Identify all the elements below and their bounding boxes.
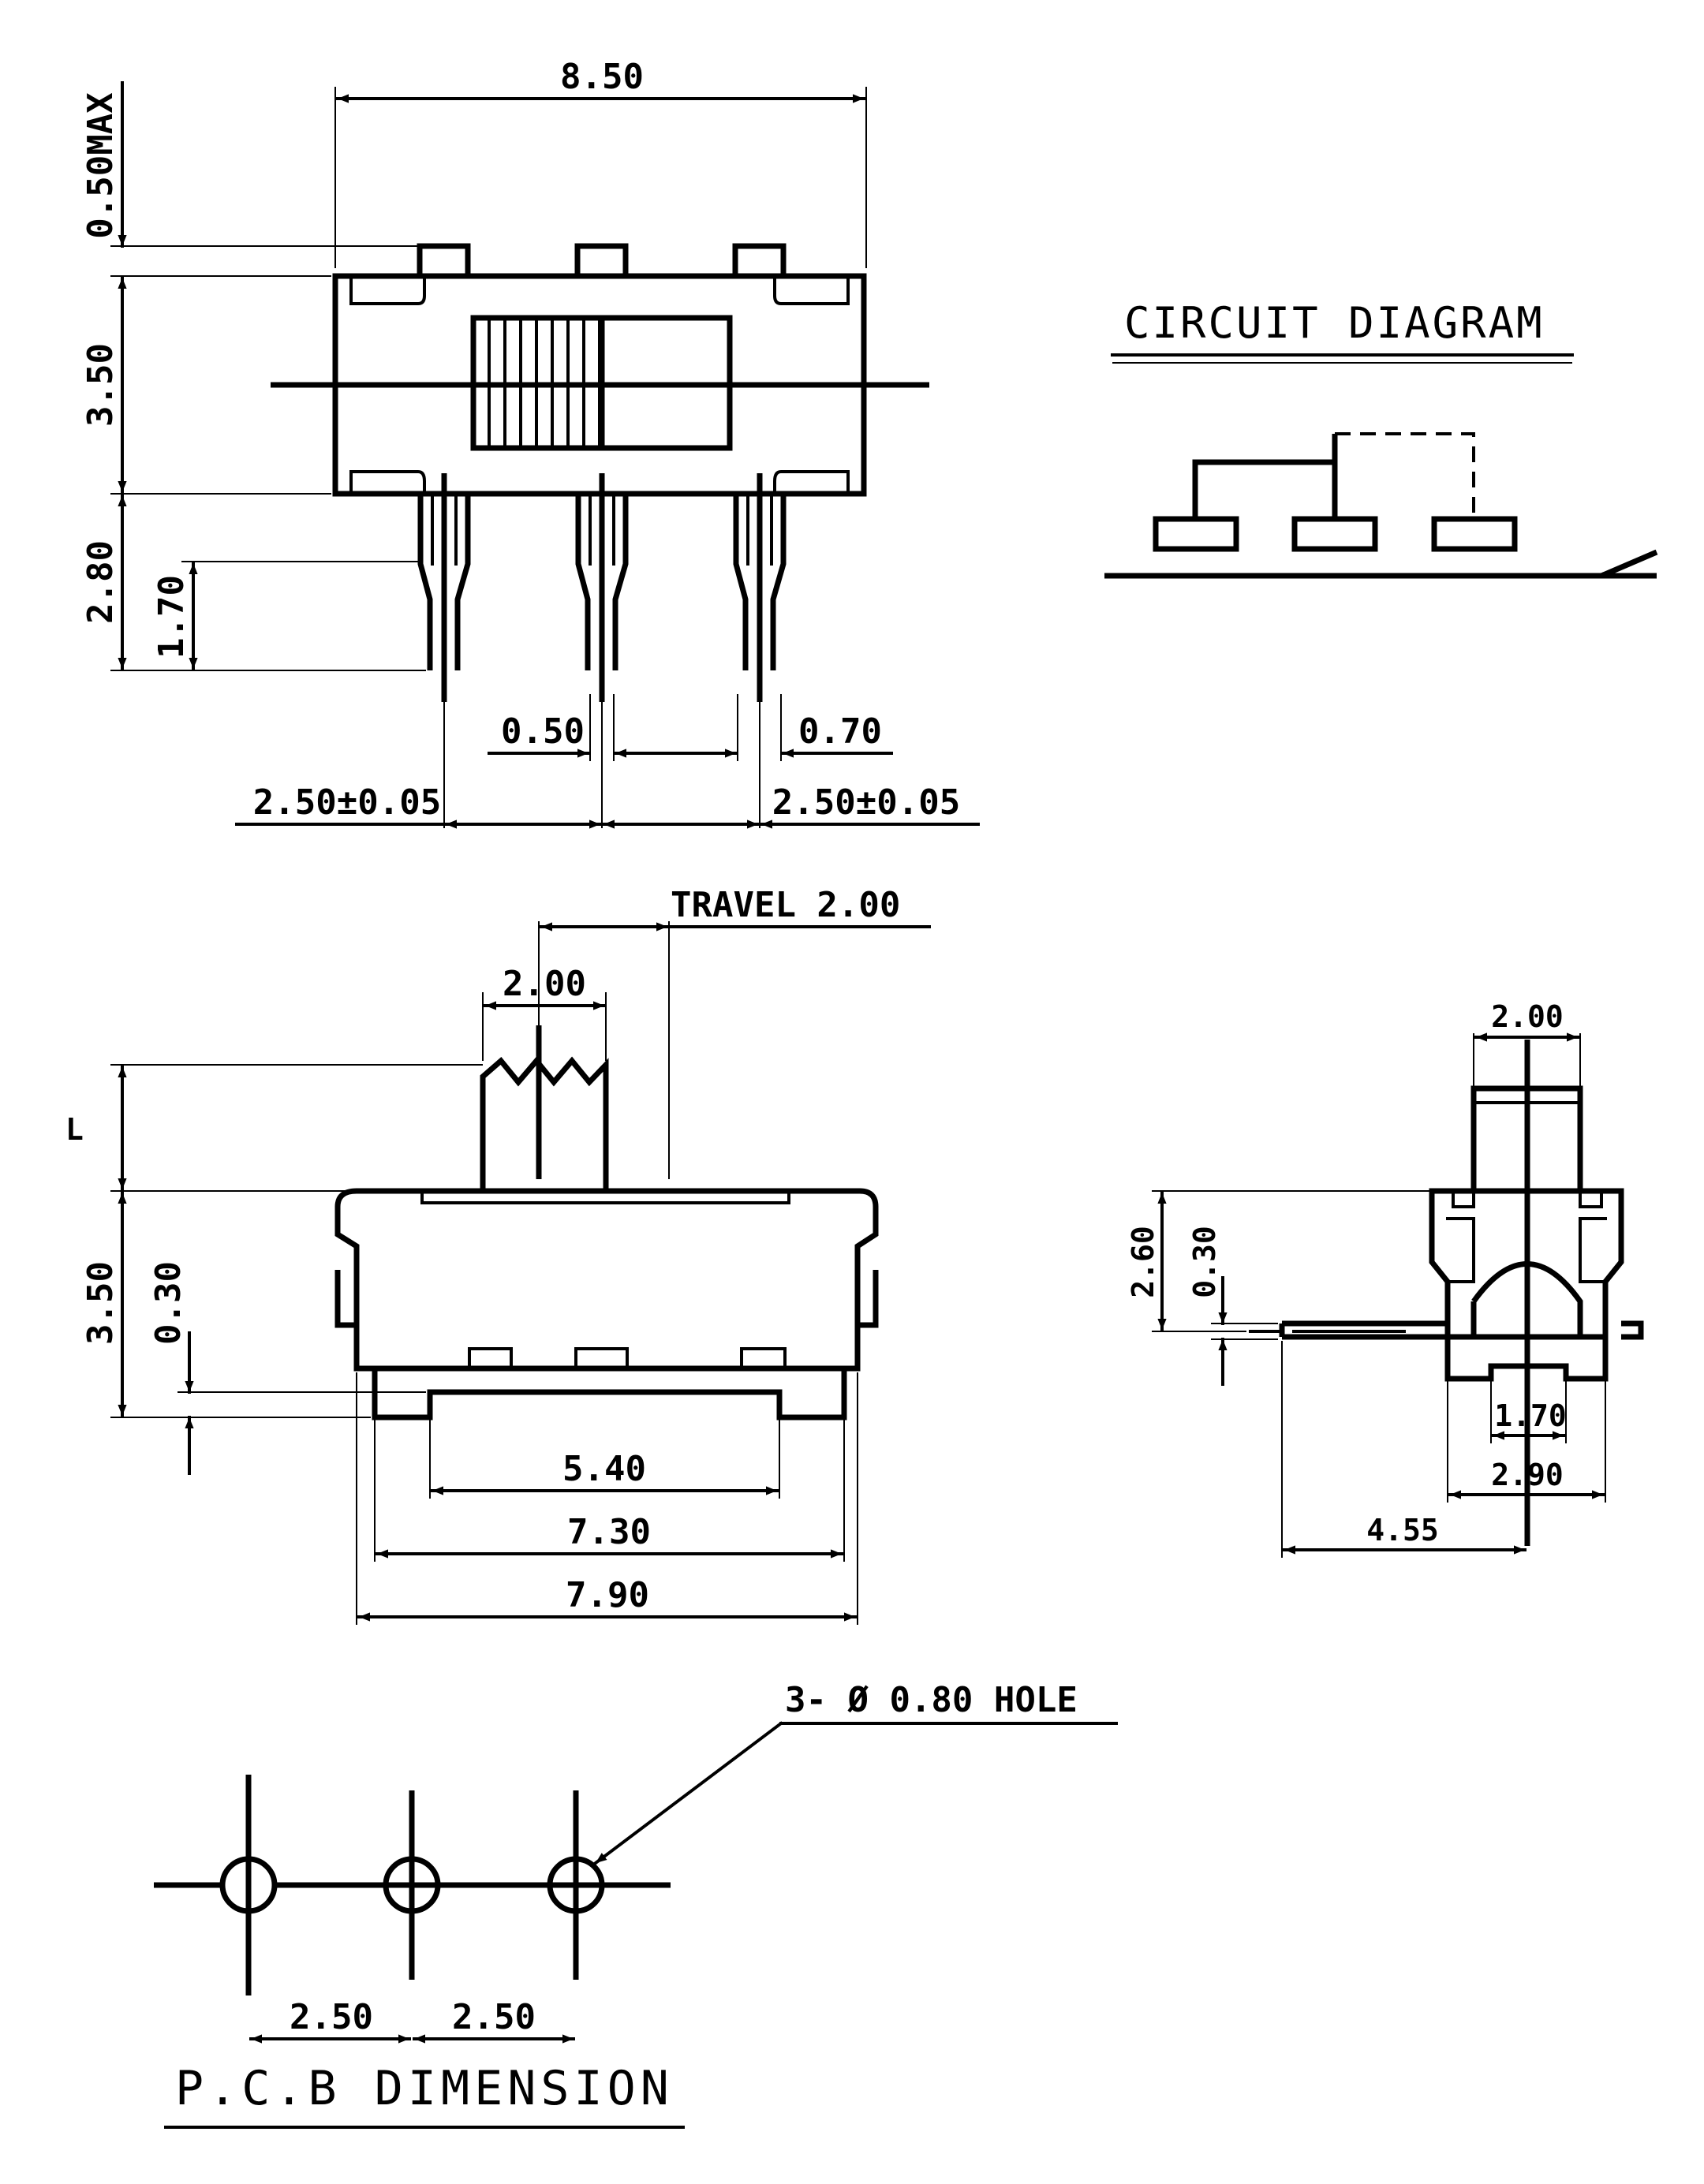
dim-top-width: 8.50	[560, 57, 644, 97]
dim-side-height: 2.60	[1126, 1226, 1160, 1298]
top-tabs	[417, 243, 787, 276]
circuit-diagram-title: CIRCUIT DIAGRAM	[1124, 298, 1545, 348]
front-knob	[480, 1056, 609, 1191]
pcb-pitch-1: 2.50	[290, 1997, 373, 2037]
dim-top-body-height: 3.50	[80, 343, 121, 427]
dim-top-pitch-right: 2.50±0.05	[772, 782, 960, 823]
circuit-diagram: CIRCUIT DIAGRAM	[1104, 298, 1658, 579]
dim-front-overall-width: 7.90	[566, 1575, 649, 1615]
top-pins	[417, 473, 787, 702]
pcb-hole-callout: 3- Ø 0.80 HOLE	[785, 1680, 1078, 1720]
dim-side-knob-width: 2.00	[1491, 999, 1564, 1034]
dim-front-base-width: 7.30	[567, 1512, 651, 1552]
front-base	[372, 1368, 847, 1421]
dim-front-knob-width: 2.00	[503, 964, 586, 1004]
side-pin	[1279, 1320, 1448, 1340]
pcb-hole-2	[383, 1856, 441, 1914]
pcb-hole-3	[547, 1856, 605, 1914]
pcb-dimension-title: P.C.B DIMENSION	[175, 2061, 674, 2116]
dim-front-travel: TRAVEL 2.00	[671, 885, 900, 925]
circuit-alt-contact	[1335, 432, 1475, 519]
circuit-terminal-3	[1431, 516, 1518, 552]
dim-side-pin-span: 1.70	[1494, 1398, 1567, 1433]
dim-side-pin-reach: 4.55	[1366, 1513, 1439, 1547]
dim-top-pin-width-b: 0.70	[798, 711, 882, 752]
dim-side-offset: 0.30	[1187, 1226, 1222, 1298]
dim-front-body-height: 3.50	[80, 1261, 121, 1345]
front-side-marker: L	[65, 1112, 84, 1147]
circuit-terminal-2	[1291, 516, 1378, 552]
dim-front-base-height: 0.30	[148, 1261, 189, 1345]
dim-front-inner-width: 5.40	[562, 1449, 646, 1489]
front-view: TRAVEL 2.00 2.00 L 3.50 0.30 5.40 7.30 7…	[65, 885, 931, 1625]
top-view: 8.50 0.50MAX 3.50 2.80 1.70 0.50 0.70 2.…	[80, 57, 980, 829]
dim-top-pitch-left: 2.50±0.05	[253, 782, 441, 823]
circuit-common-contact	[1192, 459, 1338, 519]
pcb-pitch-2: 2.50	[452, 1997, 536, 2037]
dim-top-pin-width-a: 0.50	[501, 711, 585, 752]
dim-top-max: 0.50MAX	[80, 92, 121, 238]
dim-top-pin-tip: 1.70	[151, 575, 192, 659]
front-body	[334, 1188, 879, 1372]
dim-top-pin-length: 2.80	[80, 540, 121, 624]
side-view: 2.00 2.60 0.30 1.70 2.90 4.55	[1126, 999, 1644, 1558]
dim-side-base-width: 2.90	[1491, 1458, 1564, 1492]
circuit-terminal-1	[1153, 516, 1239, 552]
pcb-layout: 3- Ø 0.80 HOLE 2.50 2.50 P.C.B DIMENSION	[154, 1680, 1118, 2129]
